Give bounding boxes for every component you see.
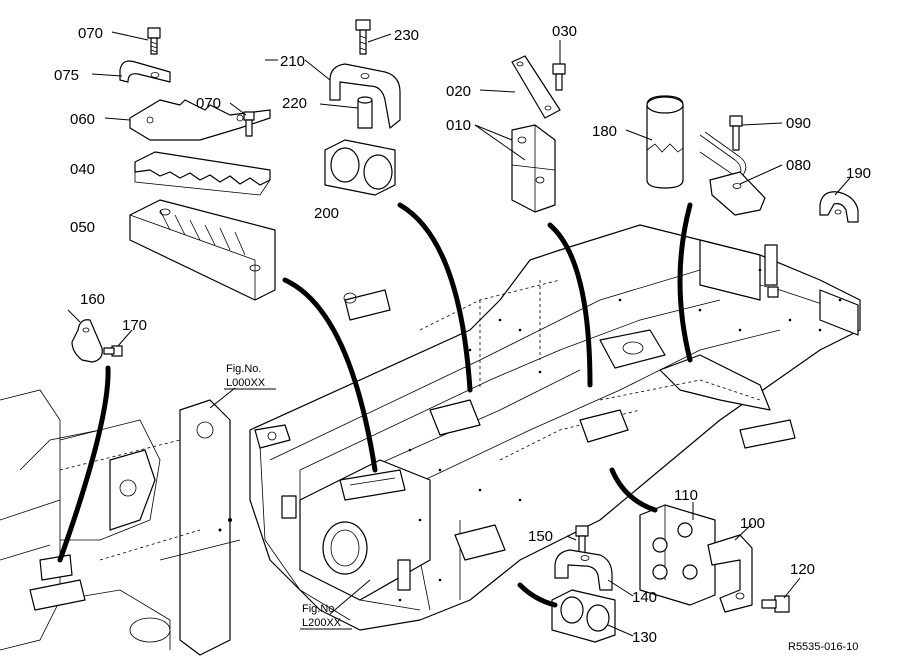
callout-150: 150 <box>528 528 553 545</box>
callout-120: 120 <box>790 561 815 578</box>
part-040-rubber <box>134 151 271 196</box>
part-230-bolt <box>355 19 371 55</box>
callout-060: 060 <box>70 111 95 128</box>
callout-100: 100 <box>740 515 765 532</box>
left-attachment-view <box>0 389 241 656</box>
part-080-bracket <box>709 171 766 216</box>
figure-references: Fig.No. L000XX Fig.No. L200XX <box>224 363 352 630</box>
part-020-plate <box>511 55 561 119</box>
callout-020: 020 <box>446 83 471 100</box>
part-100-bracket <box>707 534 753 613</box>
fig-ref-1-line1: Fig.No. <box>226 363 261 375</box>
part-070-bolt <box>147 27 161 55</box>
callout-110: 110 <box>674 487 698 504</box>
callout-010: 010 <box>446 117 471 134</box>
drawing-code-block: R5535-016-10 <box>788 641 858 653</box>
callout-090: 090 <box>786 115 811 132</box>
part-140-cover <box>554 549 613 591</box>
indicator-arrows <box>57 202 693 608</box>
fig-ref-2-line1: Fig.No. <box>302 603 337 615</box>
part-030-bolt <box>552 63 566 91</box>
callout-070-a: 070 <box>78 25 103 42</box>
callout-200: 200 <box>314 205 339 222</box>
fig-ref-1-line2: L000XX <box>226 377 266 389</box>
callout-140: 140 <box>632 589 657 606</box>
leader-lines <box>67 31 851 637</box>
part-200-clamp <box>324 139 396 196</box>
callout-040: 040 <box>70 161 95 178</box>
callout-160: 160 <box>80 291 105 308</box>
callout-130: 130 <box>632 629 657 646</box>
callout-075: 075 <box>54 67 79 84</box>
part-160-clip <box>71 319 103 363</box>
part-075-clamp <box>119 60 171 83</box>
part-130-clamp <box>551 589 616 643</box>
callout-080: 080 <box>786 157 811 174</box>
callout-210: 210 <box>280 53 305 70</box>
part-120-bolt <box>761 595 790 613</box>
part-170-bolt <box>103 345 123 357</box>
part-110-block <box>639 504 716 606</box>
callout-190: 190 <box>846 165 871 182</box>
part-210-cover <box>329 63 401 129</box>
callout-030: 030 <box>552 23 577 40</box>
callout-220: 220 <box>282 95 307 112</box>
callout-labels: 070 075 060 070 040 050 210 230 220 200 … <box>54 23 871 646</box>
part-070-bolt-2 <box>243 111 255 137</box>
callout-170: 170 <box>122 317 147 334</box>
callout-070-b: 070 <box>196 95 221 112</box>
part-220-collar <box>357 96 373 129</box>
part-090-bolt <box>729 115 743 151</box>
frame-assembly <box>249 224 861 631</box>
part-010-blocks <box>511 124 556 213</box>
callout-050: 050 <box>70 219 95 236</box>
part-150-bolt <box>575 525 589 555</box>
callout-230: 230 <box>394 27 419 44</box>
callout-180: 180 <box>592 123 617 140</box>
drawing-code: R5535-016-10 <box>788 641 858 653</box>
part-190-clip <box>819 191 859 223</box>
fig-ref-2-line2: L200XX <box>302 617 342 629</box>
part-050-block <box>129 199 276 301</box>
part-180-tube <box>646 95 684 189</box>
